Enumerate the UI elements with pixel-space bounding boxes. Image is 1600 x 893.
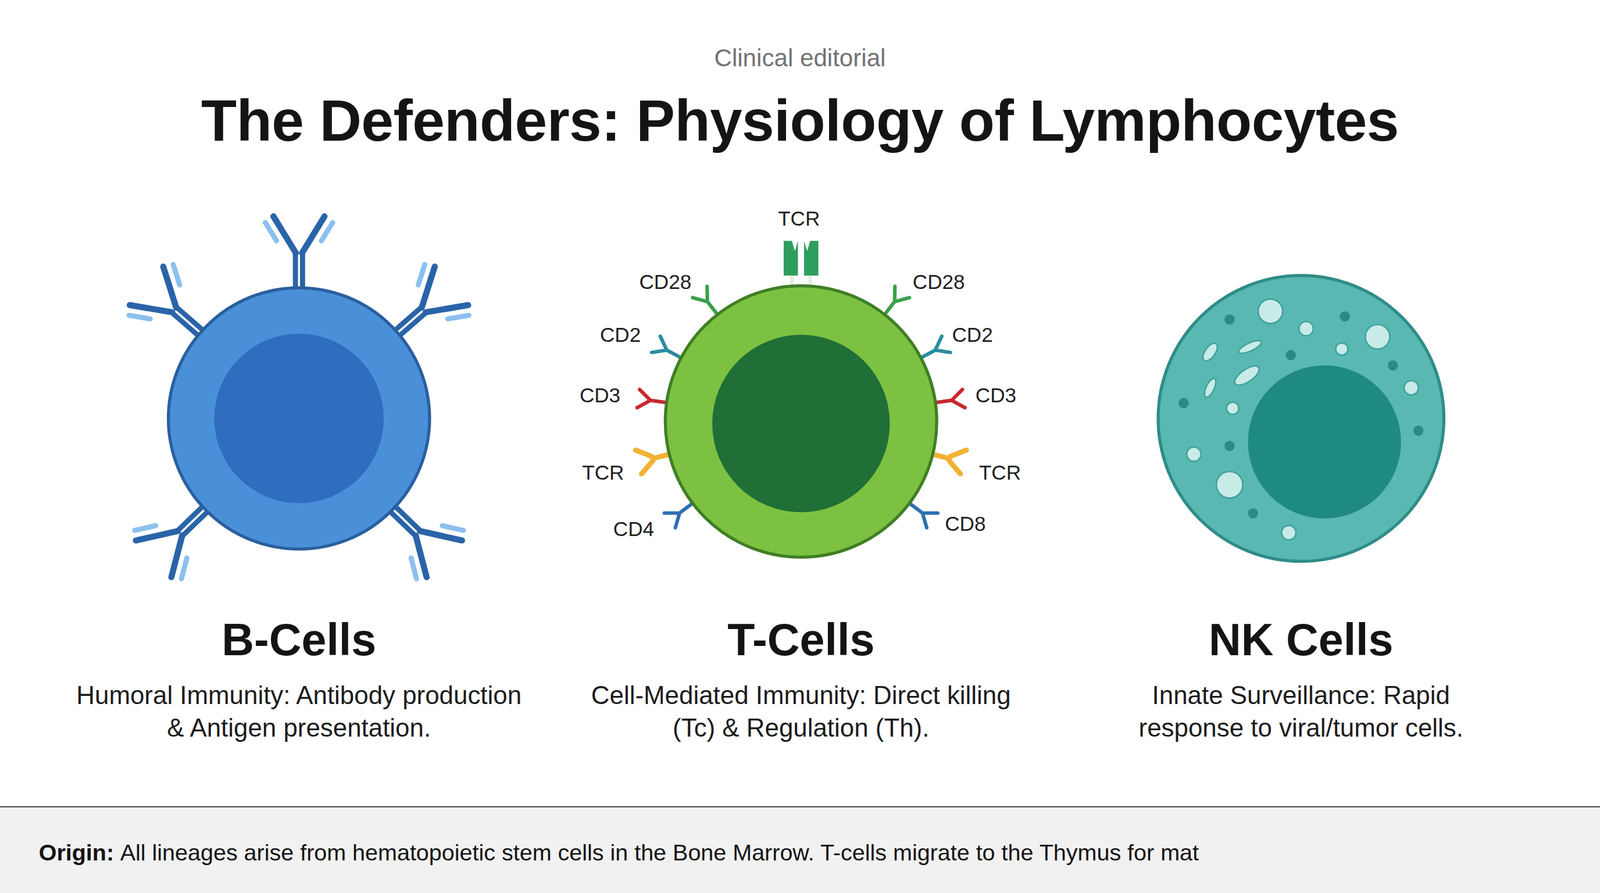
- cell-membrane: [1158, 275, 1444, 562]
- cell-nucleus: [214, 333, 384, 503]
- b-cell: [124, 216, 474, 584]
- granule: [1231, 362, 1263, 389]
- cell-heading: T-Cells: [586, 614, 1016, 666]
- granule: [1413, 425, 1424, 437]
- marker-label: TCR: [979, 460, 1021, 485]
- footer-band: Origin:All lineages arise from hematopoi…: [0, 806, 1600, 893]
- cell-description: Humoral Immunity: Antibody production & …: [69, 678, 529, 744]
- granule: [1365, 324, 1390, 349]
- cell-column: T-CellsCell-Mediated Immunity: Direct ki…: [586, 614, 1016, 745]
- granule: [1404, 380, 1419, 396]
- t-cell: [635, 240, 967, 557]
- kicker-text: Clinical editorial: [0, 43, 1600, 74]
- granule: [1339, 311, 1350, 322]
- cell-column: B-CellsHumoral Immunity: Antibody produc…: [69, 614, 529, 745]
- granule: [1335, 343, 1348, 356]
- marker-label: CD4: [613, 516, 655, 541]
- granules: [1186, 298, 1419, 540]
- granule: [1237, 338, 1263, 357]
- granule: [1258, 298, 1283, 324]
- marker-label: TCR: [581, 460, 624, 485]
- footer-row: Origin:All lineages arise from hematopoi…: [38, 838, 1199, 868]
- granules: [1178, 311, 1424, 519]
- cd3-receptor: [637, 389, 670, 412]
- granule: [1202, 376, 1219, 399]
- cell-nucleus: [712, 334, 890, 513]
- granule: [1247, 508, 1259, 519]
- marker-label: CD2: [951, 322, 993, 348]
- cell-column: NK CellsInnate Surveillance: Rapid respo…: [1097, 614, 1506, 745]
- granule: [1186, 447, 1202, 462]
- marker-label: CD2: [600, 322, 641, 348]
- cell-membrane: [665, 286, 937, 558]
- cell-nucleus: [1247, 365, 1401, 519]
- cell-description: Innate Surveillance: Rapid response to v…: [1097, 678, 1506, 744]
- granule: [1226, 402, 1239, 415]
- cell-heading: B-Cells: [69, 614, 529, 666]
- marker-label: CD8: [944, 511, 986, 536]
- granule: [1281, 525, 1296, 541]
- granule: [1298, 321, 1314, 337]
- granule: [1200, 340, 1221, 364]
- granule: [1216, 471, 1244, 499]
- cd3-receptor: [933, 389, 966, 412]
- footer-key: Origin:: [38, 838, 114, 868]
- cell-description: Cell-Mediated Immunity: Direct killing (…: [586, 678, 1016, 744]
- diagram-title: The Defenders: Physiology of Lymphocytes: [0, 87, 1600, 153]
- cell-membrane: [168, 287, 430, 549]
- tcr-chain: [804, 240, 819, 276]
- granule: [1387, 360, 1399, 371]
- marker-label: TCR: [777, 206, 820, 231]
- granule: [1224, 314, 1235, 325]
- footer-text: All lineages arise from hematopoietic st…: [120, 838, 1199, 868]
- marker-label: CD28: [912, 269, 966, 294]
- marker-label: CD28: [638, 269, 692, 294]
- marker-label: CD3: [579, 382, 621, 407]
- tcr-chain: [783, 240, 799, 276]
- antibody: [265, 216, 333, 290]
- nk-cell: [1158, 275, 1444, 562]
- granule: [1178, 398, 1189, 409]
- cell-heading: NK Cells: [1097, 614, 1506, 666]
- marker-label: CD3: [975, 382, 1017, 407]
- granule: [1285, 350, 1296, 361]
- granule: [1224, 440, 1235, 452]
